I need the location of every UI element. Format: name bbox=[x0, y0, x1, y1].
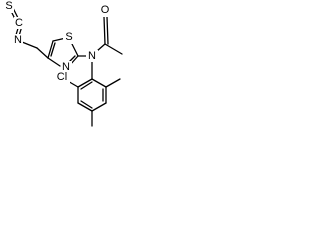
bond-c4-c5 bbox=[47, 40, 54, 59]
bond-carbonyl-methyl bbox=[104, 43, 123, 55]
atom-label-o-carbonyl: O bbox=[101, 4, 110, 16]
bond-ar-methyl-ortho bbox=[105, 78, 121, 88]
atom-label-n-amide: N bbox=[88, 50, 96, 62]
bond-n-ch2 bbox=[21, 41, 38, 49]
atom-label-chlorine: Cl bbox=[57, 71, 67, 83]
bond-c4-c5-inner bbox=[50, 42, 56, 57]
bond-carbonyl-o-b bbox=[106, 16, 109, 45]
bond-ar-c6-c1-inner bbox=[80, 81, 93, 90]
atom-label-n-thiazole: N bbox=[62, 61, 70, 73]
bond-namide-carbonyl bbox=[96, 43, 106, 52]
bond-carbonyl-o-a bbox=[103, 16, 106, 45]
bond-ar-c4-c5-inner bbox=[80, 100, 93, 109]
atom-label-s-thiazole: S bbox=[65, 31, 72, 43]
atom-label-s-isothiocyanate: S bbox=[5, 0, 12, 12]
molecule-structure-diagram: S C N N S N O Cl bbox=[3, 0, 123, 127]
bond-n3-c4 bbox=[47, 57, 61, 67]
bond-ar-c4-c5 bbox=[77, 102, 93, 112]
bond-ar-c3-c4 bbox=[91, 102, 107, 112]
atom-label-c-isothiocyanate: C bbox=[15, 17, 23, 29]
bond-ch2-c4 bbox=[36, 47, 49, 59]
bond-s1-c2 bbox=[70, 41, 79, 57]
atom-label-n-isothiocyanate: N bbox=[14, 34, 22, 46]
bond-ar-c6-c1 bbox=[77, 78, 93, 88]
bond-ar-c1-c2 bbox=[91, 78, 107, 88]
atom-labels: S C N N S N O Cl bbox=[3, 0, 111, 84]
